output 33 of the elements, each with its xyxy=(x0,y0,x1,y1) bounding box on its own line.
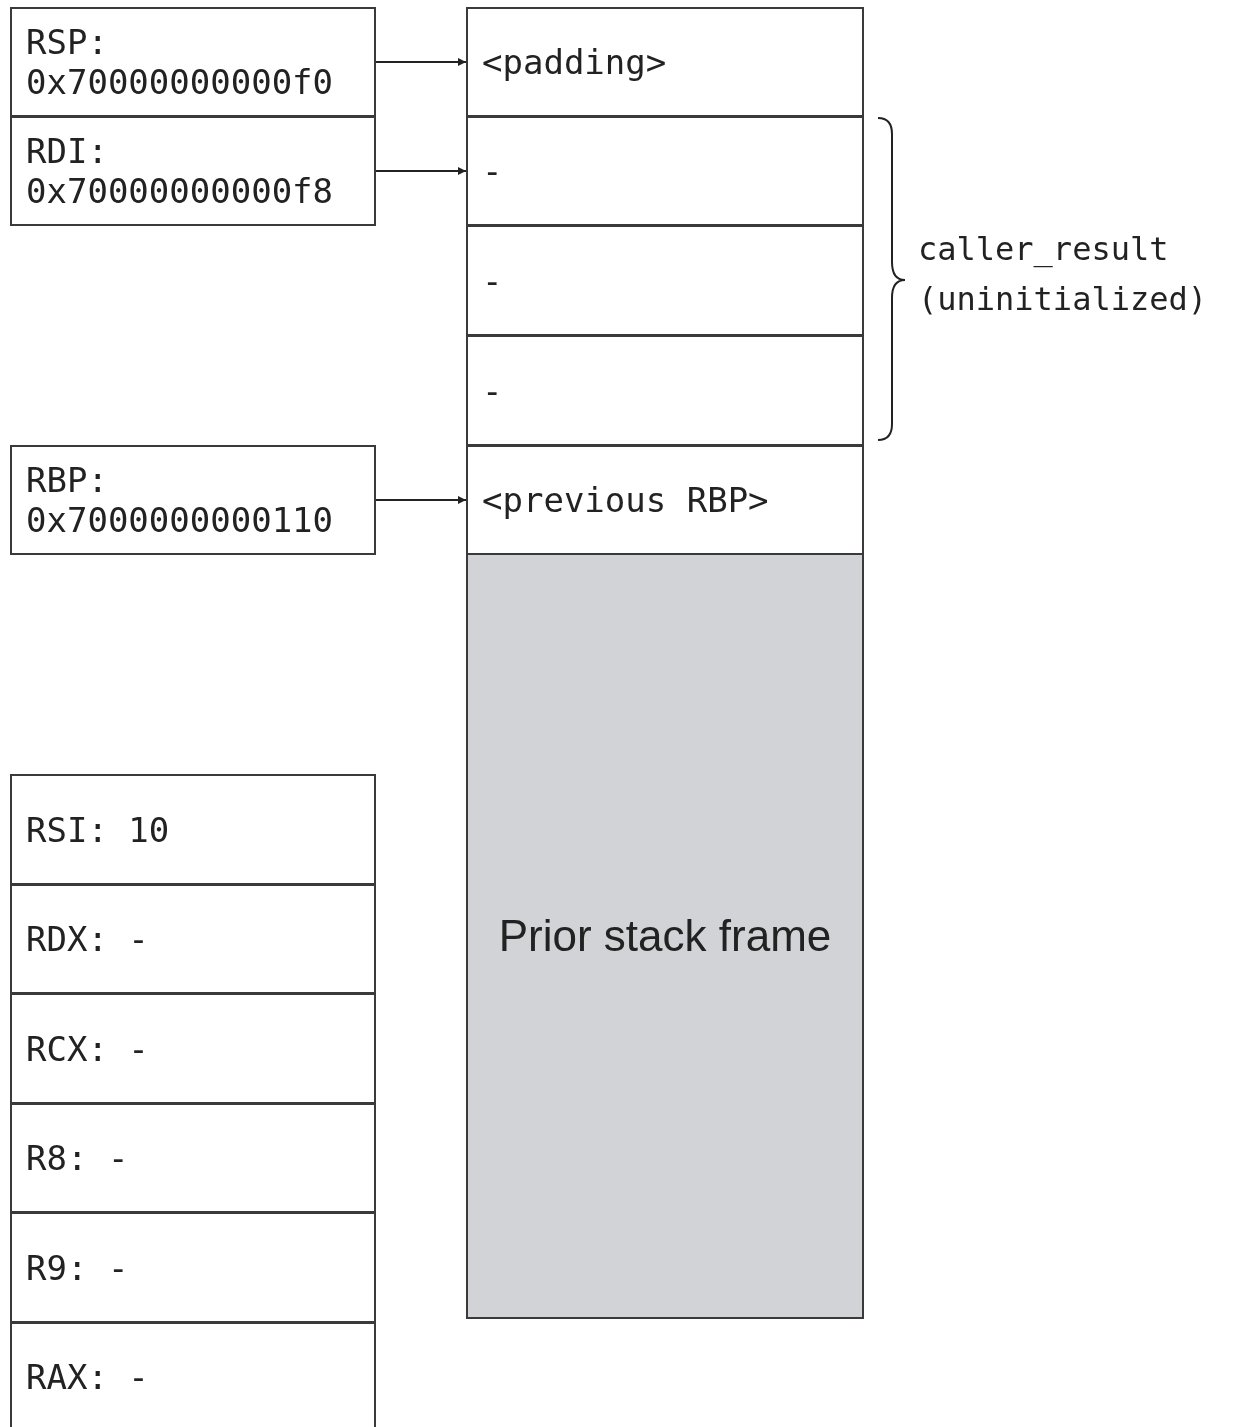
register-box xyxy=(10,993,376,1104)
register-box xyxy=(10,774,376,885)
register-box xyxy=(10,7,376,117)
stack-slot xyxy=(466,335,864,446)
slot-label: - xyxy=(482,370,503,411)
stack-slot xyxy=(466,116,864,226)
register-label: RSI: 10 xyxy=(26,809,171,850)
frame-label: Prior stack frame xyxy=(498,916,832,956)
register-box xyxy=(10,445,376,555)
register-label: RSP: 0x70000000000f0 xyxy=(26,22,335,102)
register-label: RDX: - xyxy=(26,919,150,959)
stack-slot xyxy=(466,225,864,336)
register-label: RDI: 0x70000000000f8 xyxy=(26,131,335,211)
slot-label: <previous RBP> xyxy=(482,480,769,520)
slot-label: - xyxy=(482,151,503,191)
stack-frame-block xyxy=(466,553,864,1319)
register-box xyxy=(10,1212,376,1323)
register-label: RAX: - xyxy=(26,1357,150,1397)
register-box xyxy=(10,884,376,994)
brace-label: caller_result (uninitialized) xyxy=(918,229,1208,320)
register-label: R9: - xyxy=(26,1247,130,1288)
stack-slot xyxy=(466,7,864,117)
arrow xyxy=(375,496,467,504)
arrow xyxy=(375,58,467,66)
slot-label: <padding> xyxy=(482,42,667,82)
register-label: RCX: - xyxy=(26,1028,150,1069)
register-box xyxy=(10,1322,376,1427)
register-label: R8: - xyxy=(26,1138,130,1178)
register-box xyxy=(10,1103,376,1213)
register-box xyxy=(10,116,376,226)
arrow xyxy=(375,167,467,175)
slot-label: - xyxy=(482,260,503,301)
register-label: RBP: 0x7000000000110 xyxy=(26,460,335,540)
